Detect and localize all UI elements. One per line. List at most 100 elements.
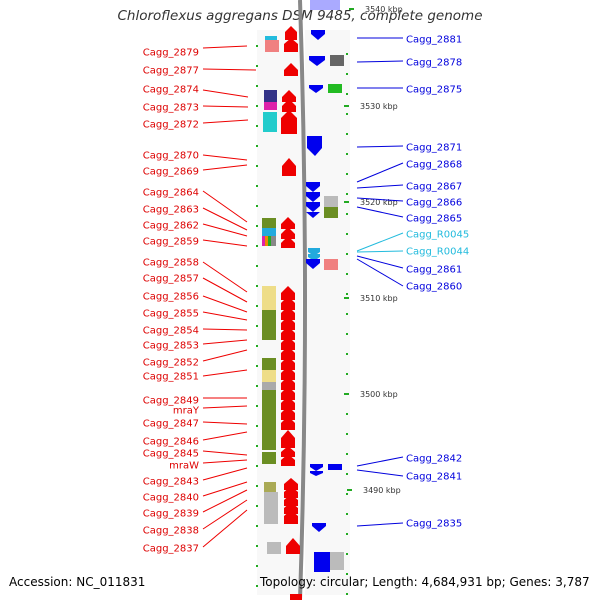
left-leader-line: [202, 45, 248, 49]
position-tick: [256, 485, 258, 487]
position-tick: [256, 205, 258, 207]
left-leader-line: [202, 349, 248, 362]
kbp-tick-mark: [344, 201, 349, 203]
position-tick: [256, 425, 258, 427]
left-leader-line: [202, 105, 249, 108]
right-gene-label: Cagg_2841: [406, 472, 462, 483]
position-tick: [346, 233, 348, 235]
position-tick: [346, 453, 348, 455]
left-leader-line: [202, 339, 248, 345]
right-leader-line: [356, 232, 404, 252]
right-gene-label: Cagg_R0044: [406, 247, 469, 258]
right-labels: Cagg_2881Cagg_2878Cagg_2875Cagg_2871Cagg…: [356, 35, 469, 530]
kbp-tick-label: 3530 kbp: [360, 102, 398, 111]
left-gene-label: Cagg_2862: [143, 221, 199, 232]
position-tick: [346, 213, 348, 215]
left-leader-line: [202, 119, 249, 124]
position-tick: [256, 585, 258, 587]
left-gene-label: Cagg_2863: [143, 205, 199, 216]
left-leader-line: [202, 369, 248, 377]
left-gene-label: Cagg_2879: [143, 48, 199, 59]
right-leader-line: [356, 255, 404, 269]
right-gene-label: Cagg_2875: [406, 85, 462, 96]
left-leader-line: [202, 459, 248, 464]
position-tick: [346, 253, 348, 255]
left-leader-line: [202, 328, 248, 331]
position-tick: [256, 285, 258, 287]
position-tick: [346, 373, 348, 375]
left-gene-label: Cagg_2869: [143, 167, 199, 178]
left-leader-line: [202, 68, 257, 71]
left-leader-line: [202, 239, 248, 247]
left-leader-line: [202, 261, 248, 293]
kbp-tick-mark: [344, 105, 349, 107]
kbp-tick-mark: [349, 8, 354, 10]
position-tick: [256, 125, 258, 127]
reverse-strand-features: [306, 30, 344, 572]
left-gene-label: Cagg_2837: [143, 544, 199, 555]
right-gene-label: Cagg_2860: [406, 282, 462, 293]
position-tick: [256, 85, 258, 87]
left-gene-label: Cagg_2857: [143, 274, 199, 285]
left-gene-label: Cagg_2846: [143, 437, 199, 448]
left-gene-label: Cagg_2854: [143, 326, 199, 337]
kbp-tick-label: 3520 kbp: [360, 198, 398, 207]
left-leader-line: [202, 164, 248, 171]
position-tick: [256, 65, 258, 67]
left-gene-label: Cagg_2840: [143, 493, 199, 504]
left-leader-line: [202, 154, 248, 161]
left-gene-label: Cagg_2873: [143, 103, 199, 114]
right-leader-line: [356, 184, 404, 189]
left-leader-line: [202, 421, 248, 425]
left-gene-label: Cagg_2838: [143, 526, 199, 537]
right-leader-line: [356, 60, 404, 63]
position-tick: [256, 45, 258, 47]
right-leader-line: [356, 258, 404, 287]
position-tick: [256, 505, 258, 507]
position-tick: [256, 445, 258, 447]
position-tick: [256, 165, 258, 167]
right-gene-label: Cagg_2835: [406, 519, 462, 530]
left-leader-line: [202, 277, 248, 303]
right-gene-label: Cagg_2871: [406, 143, 462, 154]
left-gene-label: Cagg_2849: [143, 396, 199, 407]
left-leader-line: [202, 295, 248, 313]
left-gene-label: Cagg_2858: [143, 258, 199, 269]
position-tick: [346, 533, 348, 535]
position-tick: [256, 405, 258, 407]
position-tick: [346, 133, 348, 135]
position-tick: [346, 413, 348, 415]
left-leader-line: [202, 223, 248, 237]
position-tick: [256, 105, 258, 107]
left-labels: Cagg_2879Cagg_2877Cagg_2874Cagg_2873Cagg…: [143, 45, 257, 555]
position-tick: [346, 593, 348, 595]
left-gene-label: Cagg_2843: [143, 477, 199, 488]
position-tick: [256, 245, 258, 247]
right-leader-line: [356, 145, 404, 148]
left-leader-line: [202, 207, 248, 231]
position-tick: [256, 325, 258, 327]
right-gene-label: Cagg_R0045: [406, 230, 469, 241]
left-leader-line: [202, 509, 248, 548]
position-tick: [346, 293, 348, 295]
feature-top: [310, 0, 340, 10]
kbp-tick-label: 3490 kbp: [363, 486, 401, 495]
kbp-tick-label: 3540 kbp: [365, 5, 403, 14]
right-gene-label: Cagg_2866: [406, 198, 462, 209]
position-tick: [346, 573, 348, 575]
kbp-tick-mark: [344, 393, 349, 395]
left-leader-line: [202, 467, 248, 481]
position-tick: [346, 513, 348, 515]
left-gene-label: Cagg_2852: [143, 358, 199, 369]
left-gene-label: Cagg_2856: [143, 292, 199, 303]
left-gene-label: Cagg_2855: [143, 309, 199, 320]
position-tick: [346, 473, 348, 475]
forward-strand-features: [262, 26, 302, 600]
right-leader-line: [356, 469, 404, 477]
position-tick: [256, 185, 258, 187]
right-track: [305, 30, 350, 595]
left-gene-label: Cagg_2859: [143, 237, 199, 248]
right-gene-label: Cagg_2868: [406, 160, 462, 171]
